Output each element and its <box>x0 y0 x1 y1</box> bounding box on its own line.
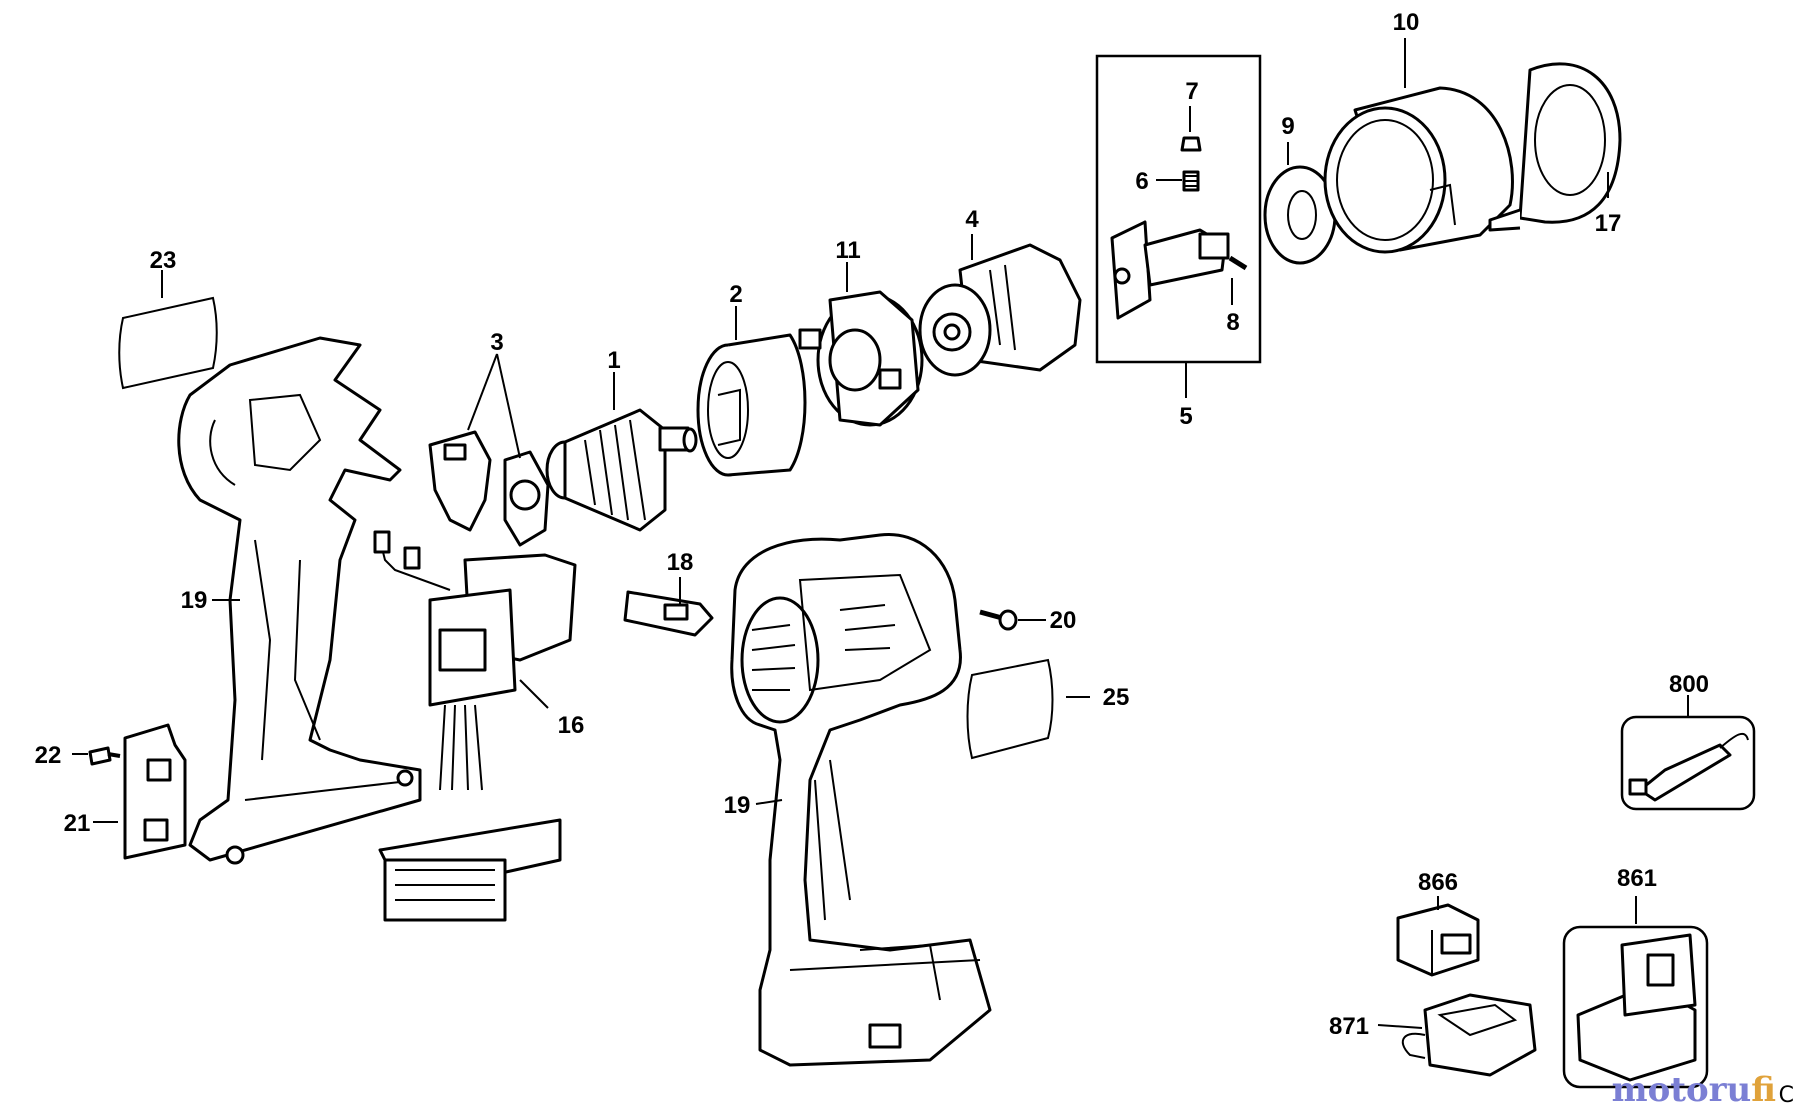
battery-866 <box>1396 903 1480 977</box>
assembled-housing-19 <box>730 532 992 1067</box>
screw-20 <box>979 609 1018 631</box>
transmission-4 <box>918 243 1082 377</box>
watermark-part-a: motoru <box>1611 1070 1752 1110</box>
corner-mark: C <box>1778 1083 1794 1108</box>
callout-2: 2 <box>729 281 742 308</box>
callout-11: 11 <box>835 237 860 264</box>
switch-assembly-16 <box>373 530 577 922</box>
callout-7: 7 <box>1185 78 1198 105</box>
callout-6: 6 <box>1135 168 1148 195</box>
charger-871 <box>1401 993 1537 1077</box>
brush-holder-pair-3 <box>428 430 550 547</box>
accessory-box-800 <box>1620 715 1756 811</box>
callout-861: 861 <box>1617 865 1657 892</box>
callout-5: 5 <box>1179 403 1192 430</box>
clip-18 <box>623 590 714 637</box>
watermark-part-b: fi <box>1751 1070 1776 1110</box>
callout-labels: 10 7 6 8 5 9 17 4 11 2 1 3 23 19 16 18 2… <box>35 9 1709 1040</box>
callout-3: 3 <box>490 329 503 356</box>
callout-23: 23 <box>150 247 177 274</box>
nose-housing-10 <box>1323 86 1514 254</box>
gear-housing-11 <box>798 290 924 427</box>
callout-17: 17 <box>1595 210 1622 237</box>
case-box-861 <box>1562 925 1709 1089</box>
magnet-ring-2 <box>696 333 807 477</box>
callout-19-center: 19 <box>724 792 751 819</box>
callout-800: 800 <box>1669 671 1709 698</box>
callout-22: 22 <box>35 742 62 769</box>
leader-lines <box>72 38 1689 1029</box>
callout-10: 10 <box>1393 9 1420 36</box>
washer-9 <box>1263 165 1337 265</box>
callout-18: 18 <box>667 549 694 576</box>
callout-866: 866 <box>1418 869 1458 896</box>
callout-871: 871 <box>1329 1013 1369 1040</box>
anvil-group-box-5 <box>1095 54 1262 364</box>
callout-8: 8 <box>1226 309 1239 336</box>
callout-1: 1 <box>607 347 620 374</box>
callout-4: 4 <box>965 206 979 233</box>
callout-20: 20 <box>1050 607 1077 634</box>
watermark-logo: motorufi <box>1612 1070 1776 1110</box>
callout-25: 25 <box>1103 684 1130 711</box>
callout-21: 21 <box>64 810 91 837</box>
callout-19-left: 19 <box>181 587 208 614</box>
led-ring-17 <box>1488 62 1622 232</box>
label-sticker-23 <box>118 296 218 390</box>
callout-16: 16 <box>558 712 585 739</box>
armature-1 <box>545 408 698 532</box>
plate-21 <box>123 723 187 860</box>
screw-22 <box>88 746 121 766</box>
label-sticker-25 <box>966 658 1054 760</box>
housing-left-half <box>177 336 422 865</box>
callout-9: 9 <box>1281 113 1294 140</box>
